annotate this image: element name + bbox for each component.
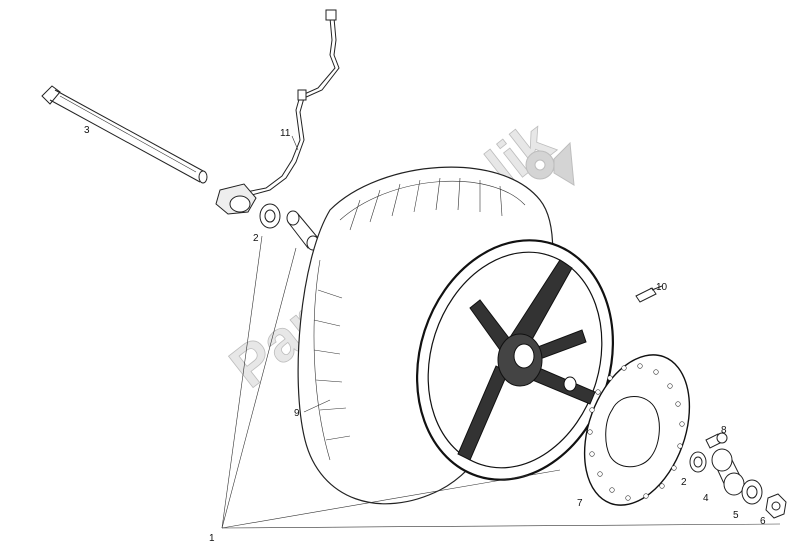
callout-seal: 5 bbox=[733, 510, 739, 521]
brake-disc bbox=[583, 354, 691, 506]
seal bbox=[741, 479, 763, 505]
spacer-right bbox=[711, 448, 745, 496]
speedometer-cable bbox=[215, 9, 340, 215]
callout-nut: 6 bbox=[760, 516, 766, 527]
bearing-right bbox=[689, 451, 707, 473]
screw bbox=[705, 432, 728, 449]
axle bbox=[41, 85, 208, 184]
valve bbox=[635, 285, 663, 303]
disc-holes bbox=[587, 363, 685, 501]
gear-logo-icon bbox=[525, 141, 575, 186]
callout-bearing-right: 2 bbox=[681, 477, 687, 488]
callout-valve: 10 bbox=[656, 282, 668, 293]
callouts: 3 2 11 9 10 8 7 2 4 5 6 1 bbox=[84, 125, 766, 544]
callout-screw: 8 bbox=[721, 425, 727, 436]
rim bbox=[415, 239, 615, 481]
callout-spacer-right: 4 bbox=[703, 493, 709, 504]
spacer-left bbox=[286, 210, 320, 251]
callout-spacer-sensor: 11 bbox=[280, 128, 291, 139]
tread-pattern bbox=[313, 177, 503, 441]
nut bbox=[765, 493, 787, 519]
callout-wheel-assembly: 1 bbox=[209, 533, 215, 544]
bearing-left bbox=[259, 203, 281, 229]
callout-brake-disc: 7 bbox=[577, 498, 583, 509]
callout-rim: 9 bbox=[294, 408, 300, 419]
callout-bearing-left: 2 bbox=[253, 233, 259, 244]
leader-lines bbox=[221, 135, 781, 529]
callout-axle: 3 bbox=[84, 125, 90, 136]
